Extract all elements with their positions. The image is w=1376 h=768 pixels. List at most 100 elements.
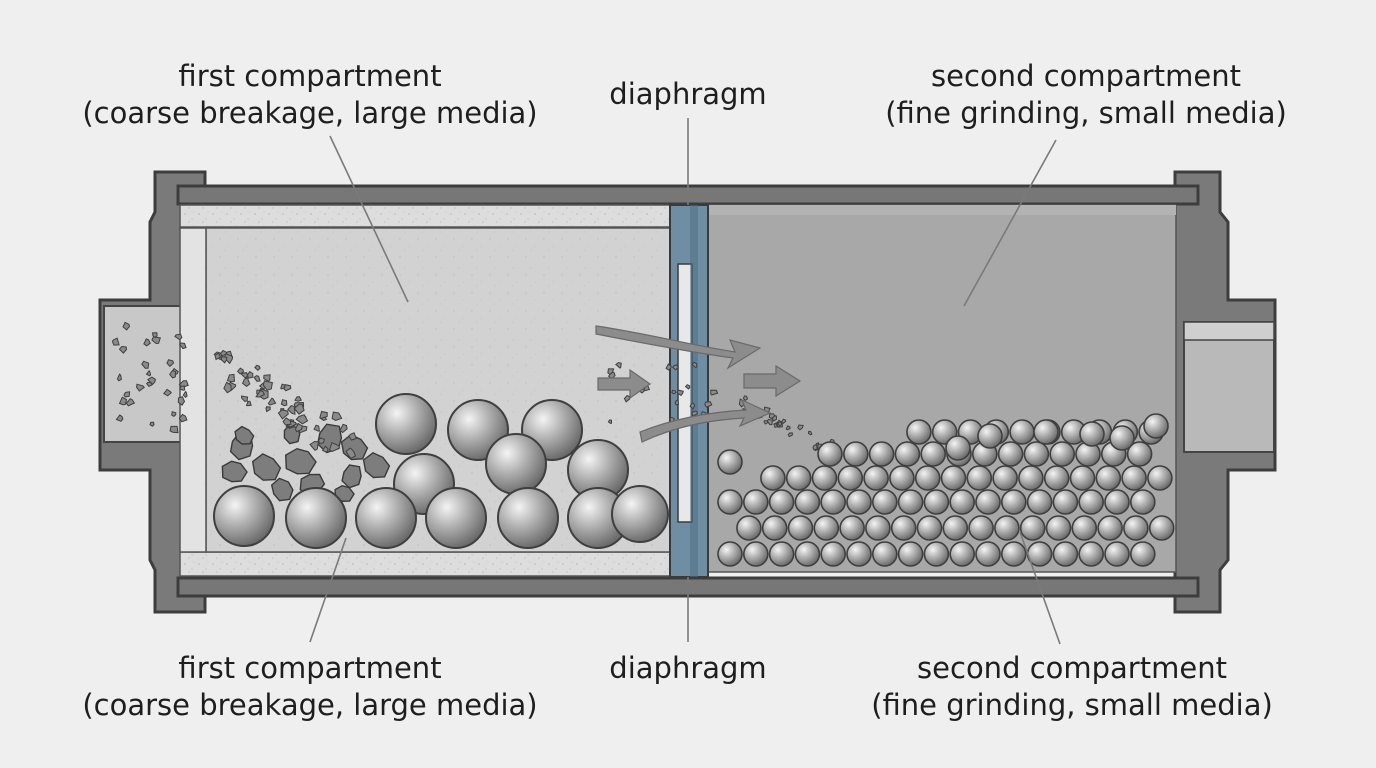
fine-particle	[797, 424, 804, 431]
small-ball	[997, 441, 1024, 467]
fine-particle	[123, 391, 131, 398]
label-first-compartment-top-line1: first compartment	[178, 59, 442, 93]
small-ball	[717, 449, 743, 475]
small-ball	[785, 465, 812, 491]
small-ball	[1033, 419, 1059, 445]
label-first-compartment-bottom: first compartment (coarse breakage, larg…	[60, 650, 560, 724]
small-ball	[1071, 515, 1098, 541]
small-ball	[1000, 541, 1027, 567]
small-ball	[1009, 419, 1035, 445]
small-ball	[1078, 541, 1104, 567]
small-ball	[968, 515, 994, 541]
fine-particle	[671, 389, 677, 395]
fine-particle	[145, 369, 152, 377]
small-ball	[897, 489, 924, 515]
small-ball	[871, 541, 898, 567]
label-second-compartment-top: second compartment (fine grinding, small…	[866, 58, 1306, 132]
small-ball	[868, 441, 895, 467]
large-ball	[425, 487, 487, 549]
fine-particles	[111, 321, 836, 459]
small-ball	[837, 465, 864, 491]
fine-particle	[253, 375, 261, 382]
small-ball	[839, 515, 865, 541]
fine-particle	[267, 397, 277, 406]
small-ball	[1123, 515, 1149, 541]
small-ball	[920, 441, 947, 467]
fine-particle	[777, 421, 783, 427]
small-ball	[923, 541, 950, 567]
small-ball	[940, 465, 967, 491]
fine-particle	[166, 359, 175, 368]
small-ball	[1121, 465, 1147, 491]
fine-particle	[149, 421, 155, 427]
coarse-rock	[221, 460, 248, 483]
small-ball	[846, 489, 872, 515]
small-ball	[1052, 541, 1079, 567]
fine-particle	[262, 380, 273, 391]
small-ball	[842, 441, 869, 467]
fine-particle	[116, 373, 122, 382]
fine-particle	[807, 430, 813, 436]
small-ball	[1097, 515, 1123, 541]
fine-particle	[684, 384, 691, 390]
leader-first-top	[329, 135, 409, 303]
small-ball	[742, 541, 769, 567]
small-ball	[1130, 541, 1156, 567]
large-ball	[355, 487, 417, 549]
label-second-compartment-top-line2: (fine grinding, small media)	[885, 96, 1287, 130]
fine-particle	[331, 411, 343, 421]
small-ball	[942, 515, 969, 541]
fine-particle	[220, 356, 228, 364]
small-ball	[994, 515, 1020, 541]
small-ball	[897, 541, 924, 567]
coarse-rock	[270, 477, 294, 502]
small-ball	[906, 419, 932, 445]
small-ball	[914, 465, 941, 491]
small-ball	[1143, 413, 1169, 439]
small-ball	[977, 423, 1003, 449]
large-ball	[485, 433, 547, 495]
large-ball	[213, 485, 275, 547]
small-ball	[1109, 425, 1135, 451]
small-ball	[760, 465, 786, 491]
diaphragm	[669, 204, 709, 578]
fine-particle	[665, 363, 672, 371]
small-ball	[820, 541, 847, 567]
fine-particle	[141, 360, 150, 369]
small-ball	[992, 465, 1018, 491]
fine-particle	[319, 410, 328, 420]
fine-particle	[223, 353, 233, 365]
fine-particle	[328, 442, 341, 453]
label-second-compartment-bottom-line1: second compartment	[917, 651, 1227, 685]
label-diaphragm-top: diaphragm	[588, 76, 788, 113]
fine-particle	[689, 402, 696, 410]
coarse-rock	[251, 453, 282, 481]
fine-particle	[607, 419, 612, 424]
coarse-rock	[341, 464, 362, 489]
flow-arrow-middle	[597, 368, 652, 400]
fine-particle	[294, 396, 303, 402]
small-ball	[975, 489, 1001, 515]
discharge-outlet	[1183, 321, 1275, 453]
small-ball	[794, 541, 821, 567]
coarse-rock	[284, 447, 317, 475]
small-ball	[1104, 489, 1130, 515]
small-ball	[1019, 515, 1046, 541]
small-ball	[1126, 441, 1153, 467]
fine-particle	[277, 409, 289, 420]
fine-particle	[766, 418, 773, 426]
fine-particle	[282, 417, 292, 426]
fine-particle	[768, 413, 776, 420]
small-ball	[923, 489, 950, 515]
fine-particle	[118, 345, 128, 354]
small-ball	[889, 465, 915, 491]
fine-particle	[313, 424, 320, 432]
fine-particle	[219, 349, 228, 357]
flow-arrow-right	[743, 364, 802, 398]
small-ball	[1069, 465, 1096, 491]
small-ball	[1148, 515, 1175, 541]
small-ball	[916, 515, 943, 541]
small-ball	[717, 489, 743, 515]
fine-particle	[710, 389, 719, 396]
